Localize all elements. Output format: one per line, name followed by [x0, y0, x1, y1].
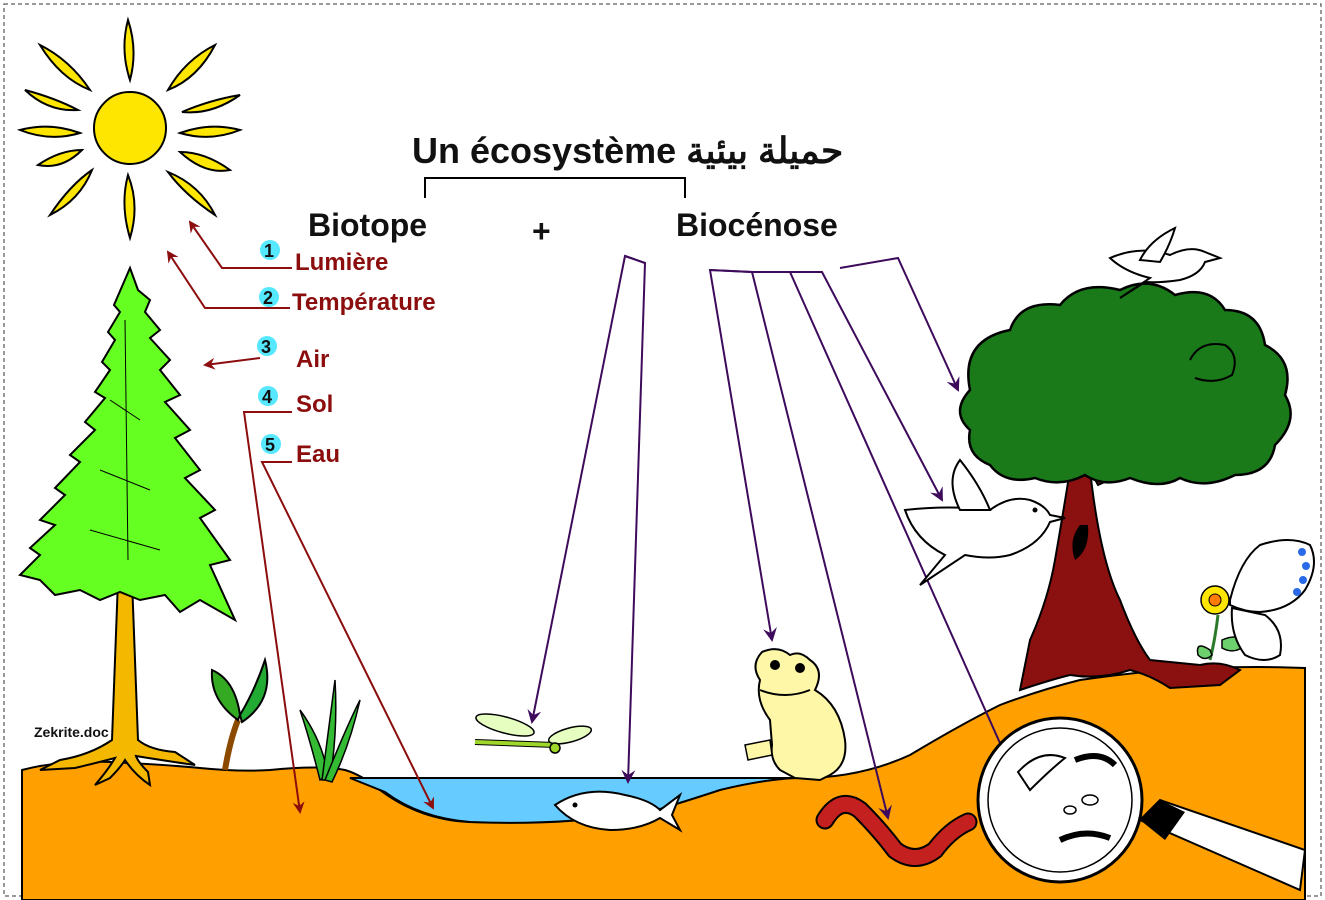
biocenose-label: Biocénose: [676, 207, 838, 243]
sun-icon: [16, 16, 244, 242]
number-badge-2: [259, 287, 279, 307]
factor-label: Température: [292, 289, 436, 316]
factor-number: 2: [263, 288, 273, 308]
plus-sign: +: [532, 213, 551, 249]
factor-label: Lumière: [295, 249, 388, 276]
grass-icon: [299, 679, 361, 783]
factor-sol: 4 Sol: [258, 386, 333, 418]
factor-number: 3: [261, 337, 271, 357]
factor-air: 3 Air: [257, 336, 329, 373]
arrow-bird: [790, 271, 943, 502]
arrow-lumiere: [188, 220, 292, 269]
number-badge-4: [258, 386, 278, 406]
butterfly-icon: [1196, 539, 1315, 661]
factor-eau: 5 Eau: [261, 434, 340, 468]
fish-icon: [553, 790, 683, 833]
oak-tree-icon: [958, 282, 1292, 692]
number-badge-1: [260, 240, 280, 260]
title-bracket: [424, 177, 686, 198]
flying-bird-icon: [1108, 226, 1224, 299]
biotope-label: Biotope: [308, 207, 427, 243]
number-badge-3: [257, 336, 277, 356]
factor-number: 1: [264, 241, 274, 261]
worm-icon: [815, 794, 978, 867]
arrow-frog: [708, 268, 777, 642]
arrow-eau: [260, 461, 434, 810]
dragonfly-icon: [474, 713, 593, 754]
factor-label: Air: [296, 346, 329, 373]
arrow-fish: [621, 255, 647, 784]
arrow-dragonfly: [527, 254, 646, 724]
factor-label: Eau: [296, 441, 340, 468]
factor-number: 5: [265, 435, 275, 455]
arrow-tree: [839, 256, 960, 392]
arrow-temperature: [166, 250, 290, 309]
factor-number: 4: [262, 387, 272, 407]
magnifier-icon: [976, 716, 1307, 892]
diagram-title: Un écosystème حميلة بيئية: [412, 130, 843, 171]
arrow-sol: [242, 411, 305, 814]
number-badge-5: [261, 434, 281, 454]
seedling-icon: [210, 656, 269, 771]
pine-tree-icon: [18, 265, 238, 788]
arrow-air: [203, 357, 261, 370]
frog-icon: [744, 648, 847, 782]
factor-temperature: 2 Température: [259, 287, 436, 316]
factor-label: Sol: [296, 391, 333, 418]
page-border: [3, 3, 1322, 897]
credit-text: Zekrite.doc: [34, 724, 109, 740]
dove-icon: [903, 458, 1066, 586]
factor-lumiere: 1 Lumière: [260, 240, 388, 276]
